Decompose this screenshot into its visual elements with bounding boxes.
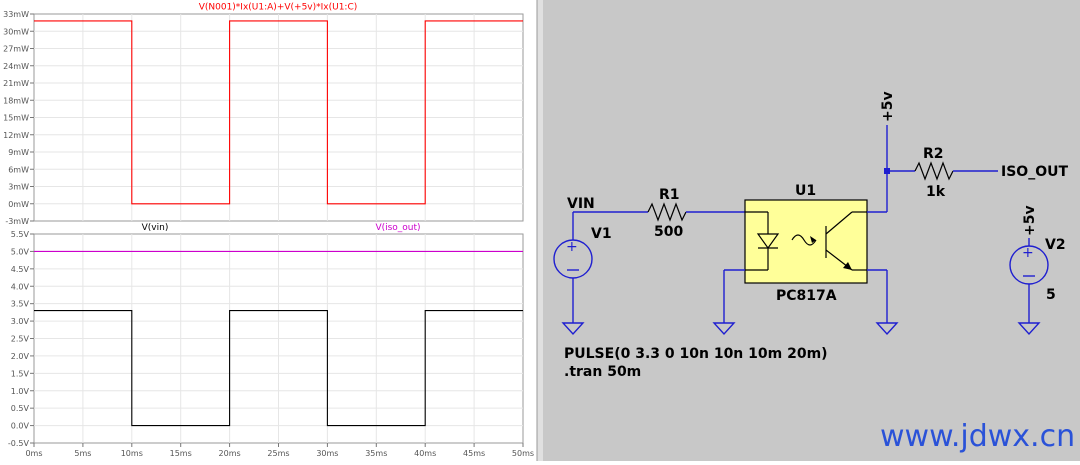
ground-icon — [875, 322, 899, 336]
x-tick-label: 25ms — [267, 449, 289, 458]
plus-sign-icon: + — [1022, 245, 1034, 261]
u1-label[interactable]: U1 — [795, 183, 816, 199]
led-diode-icon — [756, 233, 780, 250]
watermark: www.jdwx.cn — [880, 419, 1075, 454]
x-tick-label: 10ms — [121, 449, 143, 458]
spice-directive-tran[interactable]: .tran 50m — [564, 364, 641, 380]
u1-part-number[interactable]: PC817A — [776, 288, 837, 304]
x-tick-label: 40ms — [414, 449, 436, 458]
bottom-y-tick-label: 2.5V — [11, 335, 30, 344]
top-traces — [34, 20, 523, 205]
top-series-0[interactable] — [34, 20, 523, 205]
top-y-tick-label: 6mW — [8, 165, 29, 174]
v2-value[interactable]: 5 — [1046, 287, 1056, 303]
bottom-y-tick-label: 5.0V — [11, 247, 30, 256]
schematic-editor[interactable]: + — [543, 0, 1080, 461]
r2-label[interactable]: R2 — [923, 146, 944, 162]
top-y-tick-label: 0mW — [8, 200, 29, 209]
top-y-tick-label: 30mW — [3, 27, 29, 36]
bottom-y-tick-label: 4.5V — [11, 265, 30, 274]
spice-directive-pulse[interactable]: PULSE(0 3.3 0 10n 10n 10m 20m) — [564, 346, 828, 362]
pane-splitter[interactable] — [537, 0, 543, 461]
ground-icon — [1017, 322, 1041, 336]
trace-label-vin[interactable]: V(vin) — [142, 223, 169, 233]
top-y-tick-label: 18mW — [3, 96, 29, 105]
x-axis: 0ms 5ms 10ms 15ms 20ms 25ms 30ms 35ms 40ms 45ms 50… — [25, 443, 534, 458]
bottom-series-0[interactable] — [34, 310, 523, 427]
bottom-y-tick-label: 5.5V — [11, 230, 30, 239]
v1-source[interactable]: + — [553, 212, 593, 336]
net-label-plus5v-right[interactable]: +5v — [1022, 205, 1038, 236]
plus-sign-icon: + — [566, 239, 578, 255]
trace-label-power[interactable]: V(N001)*Ix(U1:A)+V(+5v)*Ix(U1:C) — [199, 3, 358, 13]
r1-label[interactable]: R1 — [659, 187, 680, 203]
top-y-tick-label: 3mW — [8, 183, 29, 192]
r2-resistor[interactable] — [914, 161, 954, 181]
r2-value[interactable]: 1k — [926, 184, 946, 200]
bottom-traces — [34, 250, 523, 427]
ground-icon — [561, 322, 585, 336]
bottom-plot-pane[interactable]: 5.5V 5.0V 4.5V 4.0V 3.5V 3.0V 2.5V 2.0V 1.5V 1.0V… — [8, 223, 524, 448]
u1-optocoupler[interactable] — [744, 199, 868, 284]
top-grid — [34, 14, 523, 221]
bottom-y-tick-label: -0.5V — [8, 439, 30, 448]
trace-label-iso-out[interactable]: V(iso_out) — [375, 223, 420, 233]
x-tick-label: 15ms — [170, 449, 192, 458]
x-tick-label: 5ms — [74, 449, 91, 458]
top-y-tick-label: 21mW — [3, 79, 29, 88]
v1-label[interactable]: V1 — [591, 226, 612, 242]
top-y-tick-label: -3mW — [5, 217, 29, 226]
top-y-tick-label: 27mW — [3, 45, 29, 54]
x-tick-label: 30ms — [316, 449, 338, 458]
top-y-tick-label: 15mW — [3, 114, 29, 123]
x-tick-label: 20ms — [219, 449, 241, 458]
bottom-y-tick-label: 0.5V — [11, 404, 30, 413]
r1-value[interactable]: 500 — [654, 224, 683, 240]
top-y-tick-label: 12mW — [3, 131, 29, 140]
light-emission-icon — [791, 234, 817, 246]
bottom-y-tick-label: 1.0V — [11, 387, 30, 396]
bottom-y-tick-label: 2.0V — [11, 352, 30, 361]
bottom-y-tick-label: 4.0V — [11, 282, 30, 291]
waveform-viewer: 33mW 30mW 27mW 24mW 21mW 18mW 15mW 12mW 9mW 6mW 3m… — [0, 0, 540, 461]
top-y-tick-label: 9mW — [8, 148, 29, 157]
v2-source[interactable]: + — [1009, 238, 1049, 336]
bottom-y-tick-label: 3.5V — [11, 300, 30, 309]
top-y-tick-label: 33mW — [3, 10, 29, 19]
bottom-y-tick-label: 1.5V — [11, 369, 30, 378]
net-label-vin[interactable]: VIN — [567, 196, 595, 212]
net-label-plus5v-top[interactable]: +5v — [880, 91, 896, 122]
r1-resistor[interactable] — [647, 202, 687, 222]
x-tick-label: 0ms — [25, 449, 42, 458]
top-y-axis: 33mW 30mW 27mW 24mW 21mW 18mW 15mW 12mW 9mW 6mW 3m… — [3, 10, 34, 226]
ground-icon — [712, 322, 736, 336]
top-plot-pane[interactable]: 33mW 30mW 27mW 24mW 21mW 18mW 15mW 12mW 9mW 6mW 3m… — [3, 3, 524, 227]
bottom-y-tick-label: 0.0V — [11, 422, 30, 431]
top-y-tick-label: 24mW — [3, 62, 29, 71]
bottom-y-tick-label: 3.0V — [11, 317, 30, 326]
x-tick-label: 45ms — [463, 449, 485, 458]
x-tick-label: 50ms — [512, 449, 534, 458]
net-label-iso-out[interactable]: ISO_OUT — [1001, 164, 1068, 180]
bottom-y-axis: 5.5V 5.0V 4.5V 4.0V 3.5V 3.0V 2.5V 2.0V 1.5V 1.0V… — [8, 230, 34, 448]
x-tick-label: 35ms — [365, 449, 387, 458]
v2-label[interactable]: V2 — [1045, 237, 1066, 253]
